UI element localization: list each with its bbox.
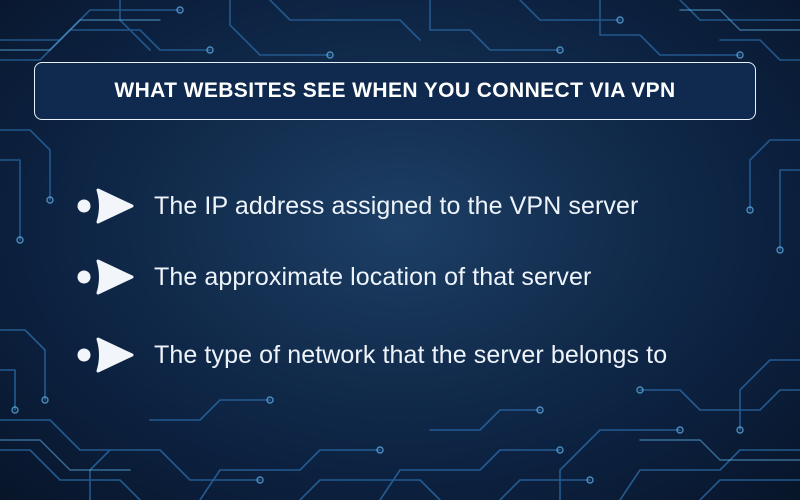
title-banner: WHAT WEBSITES SEE WHEN YOU CONNECT VIA V… (34, 62, 756, 120)
page-title: WHAT WEBSITES SEE WHEN YOU CONNECT VIA V… (114, 79, 676, 102)
list-item: The type of network that the server belo… (76, 335, 667, 375)
play-arrow-icon (77, 188, 134, 224)
list-item-text: The IP address assigned to the VPN serve… (154, 191, 639, 220)
list-item: The IP address assigned to the VPN serve… (76, 186, 638, 226)
list-item-text: The type of network that the server belo… (154, 340, 668, 369)
play-arrow-icon (77, 259, 134, 295)
list-item-text: The approximate location of that server (154, 262, 592, 291)
list-item: The approximate location of that server (76, 257, 591, 297)
play-arrow-icon (77, 337, 134, 373)
